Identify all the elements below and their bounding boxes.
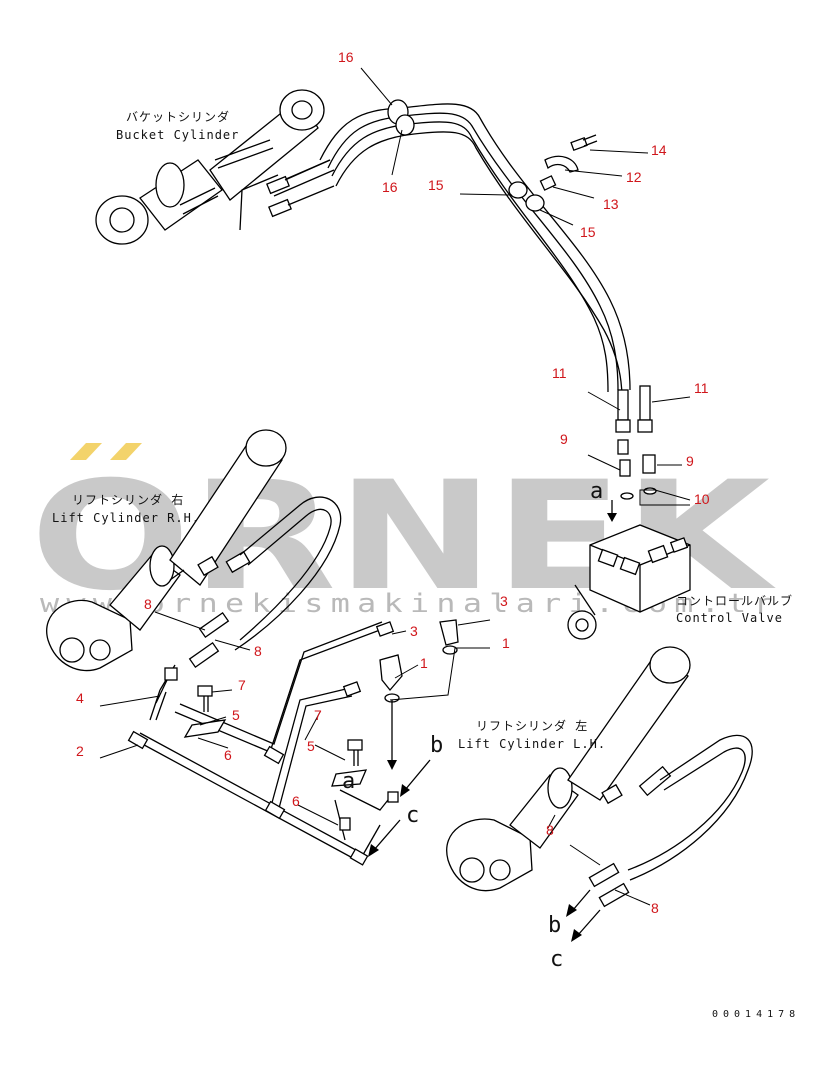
callout-3: 3 xyxy=(410,623,418,639)
lift-cylinder-lh-label-en: Lift Cylinder L.H. xyxy=(458,737,606,751)
callout-1: 1 xyxy=(502,635,510,651)
callout-7: 7 xyxy=(238,677,246,693)
callout-9: 9 xyxy=(560,431,568,447)
callout-12: 12 xyxy=(626,169,642,185)
callout-10: 10 xyxy=(694,491,710,507)
callout-8: 8 xyxy=(546,822,554,838)
lift-cylinder-rh-label-en: Lift Cylinder R.H. xyxy=(52,511,200,525)
callout-11: 11 xyxy=(694,380,709,396)
watermark-accent-right xyxy=(110,443,142,460)
valve-hoses xyxy=(615,385,657,500)
bucket-cylinder-label-jp: バケットシリンダ xyxy=(126,109,230,124)
arrow-label-b: b xyxy=(548,913,561,938)
bucket-hoses xyxy=(266,159,335,218)
callout-2: 2 xyxy=(76,743,84,759)
bucket-cylinder xyxy=(95,89,325,245)
leader-lines xyxy=(99,67,691,906)
callout-5: 5 xyxy=(232,707,240,723)
callout-4: 4 xyxy=(76,690,84,706)
control-valve xyxy=(567,524,691,640)
callout-16: 16 xyxy=(382,179,398,195)
bucket-cylinder-label-en: Bucket Cylinder xyxy=(116,128,239,142)
lift-cylinder-rh xyxy=(46,429,342,672)
callout-15: 15 xyxy=(580,224,596,240)
lift-cylinder-lh xyxy=(446,646,753,908)
lift-cylinder-rh-label-jp: リフトシリンダ 右 xyxy=(72,492,184,507)
callout-14: 14 xyxy=(651,142,667,158)
callout-15: 15 xyxy=(428,177,444,193)
tube-assembly xyxy=(319,99,631,399)
document-number: 00014178 xyxy=(712,1009,800,1020)
callout-8: 8 xyxy=(254,643,262,659)
arrow-label-a: a xyxy=(342,769,355,794)
callout-16: 16 xyxy=(338,49,354,65)
arrow-label-c: c xyxy=(550,947,563,972)
callout-5: 5 xyxy=(307,738,315,754)
callout-6: 6 xyxy=(292,793,300,809)
callout-11: 11 xyxy=(552,365,567,381)
arrow-letters: a a b c b c xyxy=(342,479,603,972)
arrow-label-a: a xyxy=(590,479,603,504)
component-labels: バケットシリンダ Bucket Cylinder リフトシリンダ 右 Lift … xyxy=(52,109,793,751)
callout-3: 3 xyxy=(500,593,508,609)
callout-1: 1 xyxy=(420,655,428,671)
callout-6: 6 xyxy=(224,747,232,763)
callout-8: 8 xyxy=(144,596,152,612)
flow-arrows xyxy=(368,500,617,942)
callout-8: 8 xyxy=(651,900,659,916)
callout-numbers: 16 16 15 15 14 13 12 11 11 9 9 10 8 8 8 … xyxy=(76,49,710,916)
arrow-label-b: b xyxy=(430,733,443,758)
callout-7: 7 xyxy=(314,707,322,723)
lift-cylinder-lh-label-jp: リフトシリンダ 左 xyxy=(476,718,588,733)
control-valve-label-en: Control Valve xyxy=(676,611,783,625)
watermark-accent-left xyxy=(70,443,102,460)
callout-13: 13 xyxy=(603,196,619,212)
control-valve-label-jp: コントロールバルブ xyxy=(676,593,793,608)
lower-piping xyxy=(127,619,459,866)
arrow-label-c: c xyxy=(406,803,419,828)
callout-9: 9 xyxy=(686,453,694,469)
